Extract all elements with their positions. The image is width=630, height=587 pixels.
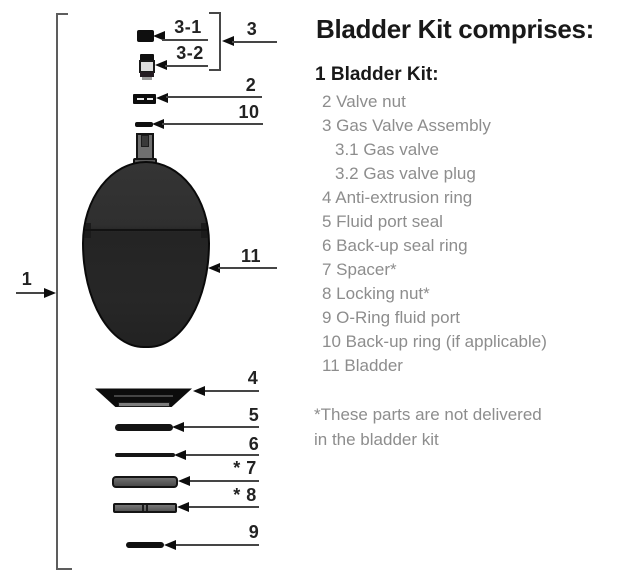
callout-label-2: 2: [245, 75, 257, 95]
list-item-7: 7 Spacer*: [322, 260, 397, 279]
part-4-edge-highlight: [114, 395, 173, 398]
part-8-locking-nut-shape: [113, 503, 177, 513]
callout-label-3: 3: [246, 19, 258, 39]
callout-line-3: [232, 41, 277, 43]
kit-heading: 1 Bladder Kit:: [315, 64, 439, 85]
part-3-2-foot-shape: [142, 77, 152, 80]
callout-label-7: * 7: [233, 458, 257, 478]
callout-line-11: [218, 267, 277, 269]
callout-arrow-9-icon: [164, 540, 176, 550]
list-item-3-1: 3.1 Gas valve: [335, 140, 439, 159]
bracket-3-bottom-tick: [209, 69, 221, 71]
callout-arrow-3-2-icon: [155, 60, 167, 70]
list-item-10: 10 Back-up ring (if applicable): [322, 332, 547, 351]
callout-label-1: 1: [21, 269, 33, 289]
callout-arrow-4-icon: [193, 386, 205, 396]
list-item-2: 2 Valve nut: [322, 92, 406, 111]
part-3-2-gas-valve-plug-shape: [140, 54, 154, 61]
callout-line-9: [176, 544, 259, 546]
footnote-line-2: in the bladder kit: [314, 430, 439, 449]
part-2-highlight: [137, 98, 144, 100]
part-4-anti-extrusion-ring-shape: [95, 386, 192, 407]
part-4-bottom-rim: [118, 402, 170, 407]
bracket-3-top-tick: [209, 12, 221, 14]
callout-arrow-6-icon: [174, 450, 186, 460]
list-item-9: 9 O-Ring fluid port: [322, 308, 460, 327]
callout-arrow-10-icon: [152, 119, 164, 129]
list-item-8: 8 Locking nut*: [322, 284, 430, 303]
callout-label-11: 11: [240, 246, 262, 266]
list-item-6: 6 Back-up seal ring: [322, 236, 468, 255]
callout-arrow-8-icon: [177, 502, 189, 512]
callout-label-8: * 8: [233, 485, 257, 505]
part-11-stem-slot: [141, 135, 149, 147]
exploded-diagram: 1 3-1 3-2 3 2 10: [0, 0, 310, 587]
part-9-oring-shape: [126, 542, 164, 548]
part-6-backup-seal-ring-shape: [115, 453, 175, 457]
part-5-fluid-port-seal-shape: [115, 424, 173, 431]
callout-arrow-3-icon: [222, 36, 234, 46]
callout-label-3-1: 3-1: [174, 17, 202, 37]
callout-line-10: [162, 123, 263, 125]
callout-arrow-3-1-icon: [153, 31, 165, 41]
callout-line-5: [184, 426, 259, 428]
callout-line-1: [16, 292, 46, 294]
part-2-highlight: [147, 98, 153, 100]
bracket-1-bottom-tick: [56, 568, 72, 570]
callout-arrow-1-icon: [44, 288, 56, 298]
callout-label-3-2: 3-2: [176, 43, 204, 63]
callout-line-7: [190, 480, 259, 482]
callout-arrow-11-icon: [208, 263, 220, 273]
footnote: *These parts are not delivered in the bl…: [314, 402, 542, 452]
callout-line-6: [186, 454, 259, 456]
list-item-5: 5 Fluid port seal: [322, 212, 443, 231]
callout-label-4: 4: [247, 368, 259, 388]
callout-label-5: 5: [248, 405, 260, 425]
callout-line-3-1: [162, 39, 208, 41]
callout-arrow-5-icon: [172, 422, 184, 432]
part-10-backup-ring-shape: [135, 122, 153, 127]
callout-line-8: [189, 506, 259, 508]
part-8-flat-line: [146, 505, 148, 511]
list-item-4: 4 Anti-extrusion ring: [322, 188, 473, 207]
callout-line-4: [205, 390, 259, 392]
page-title: Bladder Kit comprises:: [316, 14, 595, 44]
list-item-11: 11 Bladder: [322, 356, 403, 375]
bracket-1-top-tick: [56, 13, 68, 15]
bracket-3-vertical: [219, 12, 221, 71]
part-7-spacer-shape: [112, 476, 178, 488]
callout-arrow-2-icon: [156, 93, 168, 103]
callout-label-6: 6: [248, 434, 260, 454]
list-item-3: 3 Gas Valve Assembly: [322, 116, 491, 135]
part-2-valve-nut-shape: [133, 94, 156, 104]
list-item-3-2: 3.2 Gas valve plug: [335, 164, 476, 183]
footnote-line-1: *These parts are not delivered: [314, 405, 542, 424]
part-11-bladder-body-shape: [82, 161, 210, 348]
part-8-flat-line: [142, 505, 144, 511]
callout-line-3-2: [165, 65, 208, 67]
parts-list: 2 Valve nut 3 Gas Valve Assembly 3.1 Gas…: [322, 90, 547, 378]
callout-label-10: 10: [238, 102, 260, 122]
bracket-1-vertical: [56, 13, 58, 570]
part-3-1-gas-valve-shape: [137, 30, 154, 42]
callout-line-2: [166, 96, 262, 98]
callout-label-9: 9: [248, 522, 260, 542]
bladder-seam-line: [84, 229, 208, 231]
callout-arrow-7-icon: [178, 476, 190, 486]
part-3-2-band-shape: [140, 72, 154, 77]
